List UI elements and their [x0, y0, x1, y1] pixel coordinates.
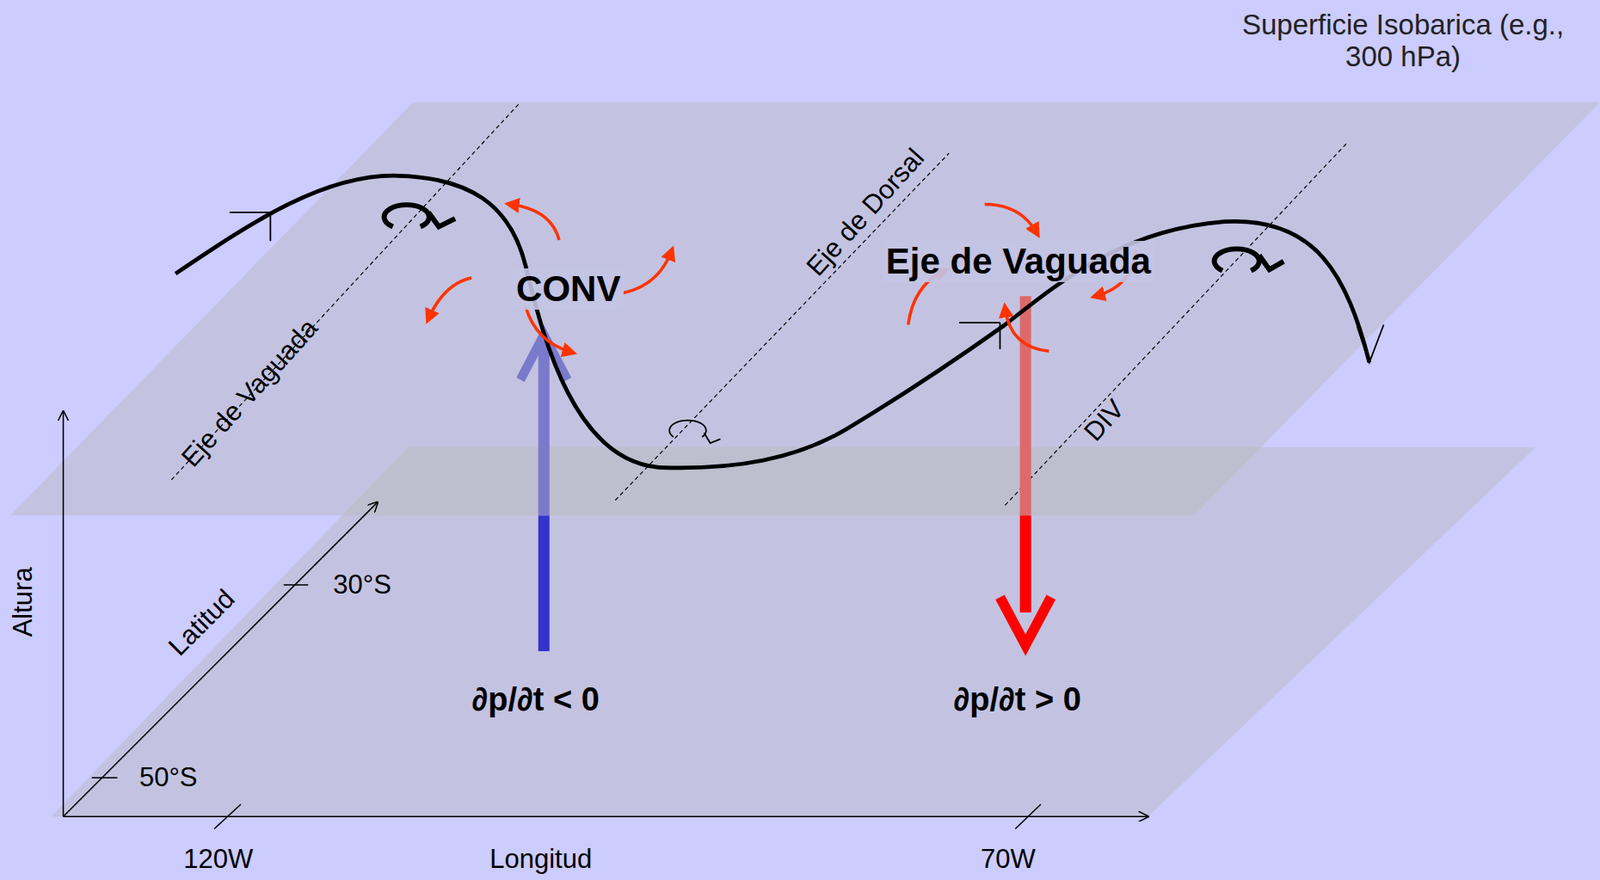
isobaric-surface — [10, 102, 1600, 516]
axis-title: Longitud — [489, 843, 592, 875]
axes — [63, 411, 1149, 829]
wave-streamline — [175, 175, 1370, 468]
flow-arrow — [525, 306, 572, 352]
divergence-label: DIV — [1077, 393, 1131, 448]
flow-arrow — [622, 251, 672, 294]
flow-arrow — [510, 203, 560, 240]
tendency-label: ∂p/∂t < 0 — [472, 681, 600, 720]
tick-label: 50°S — [139, 762, 198, 794]
axis-title: Altura — [6, 566, 38, 637]
flow-arrow — [984, 203, 1037, 233]
wind-barbs — [229, 212, 1385, 363]
tick-label: 120W — [183, 843, 253, 875]
trough-ridge-axes — [171, 102, 1348, 506]
axis-label: Eje de Vaguada — [882, 240, 1155, 283]
axis-label: Eje de Vaguada — [175, 313, 325, 474]
tendency-label: ∂p/∂t > 0 — [953, 681, 1081, 720]
axis-title: Latitud — [162, 583, 241, 662]
tick-label: 70W — [980, 843, 1036, 875]
surface-title: Superficie Isobarica (e.g., 300 hPa) — [1239, 8, 1567, 74]
tick-label: 30°S — [332, 569, 392, 601]
flow-arrow — [1004, 307, 1049, 351]
convergence-label: CONV — [512, 268, 624, 310]
flow-arrow — [428, 277, 472, 319]
